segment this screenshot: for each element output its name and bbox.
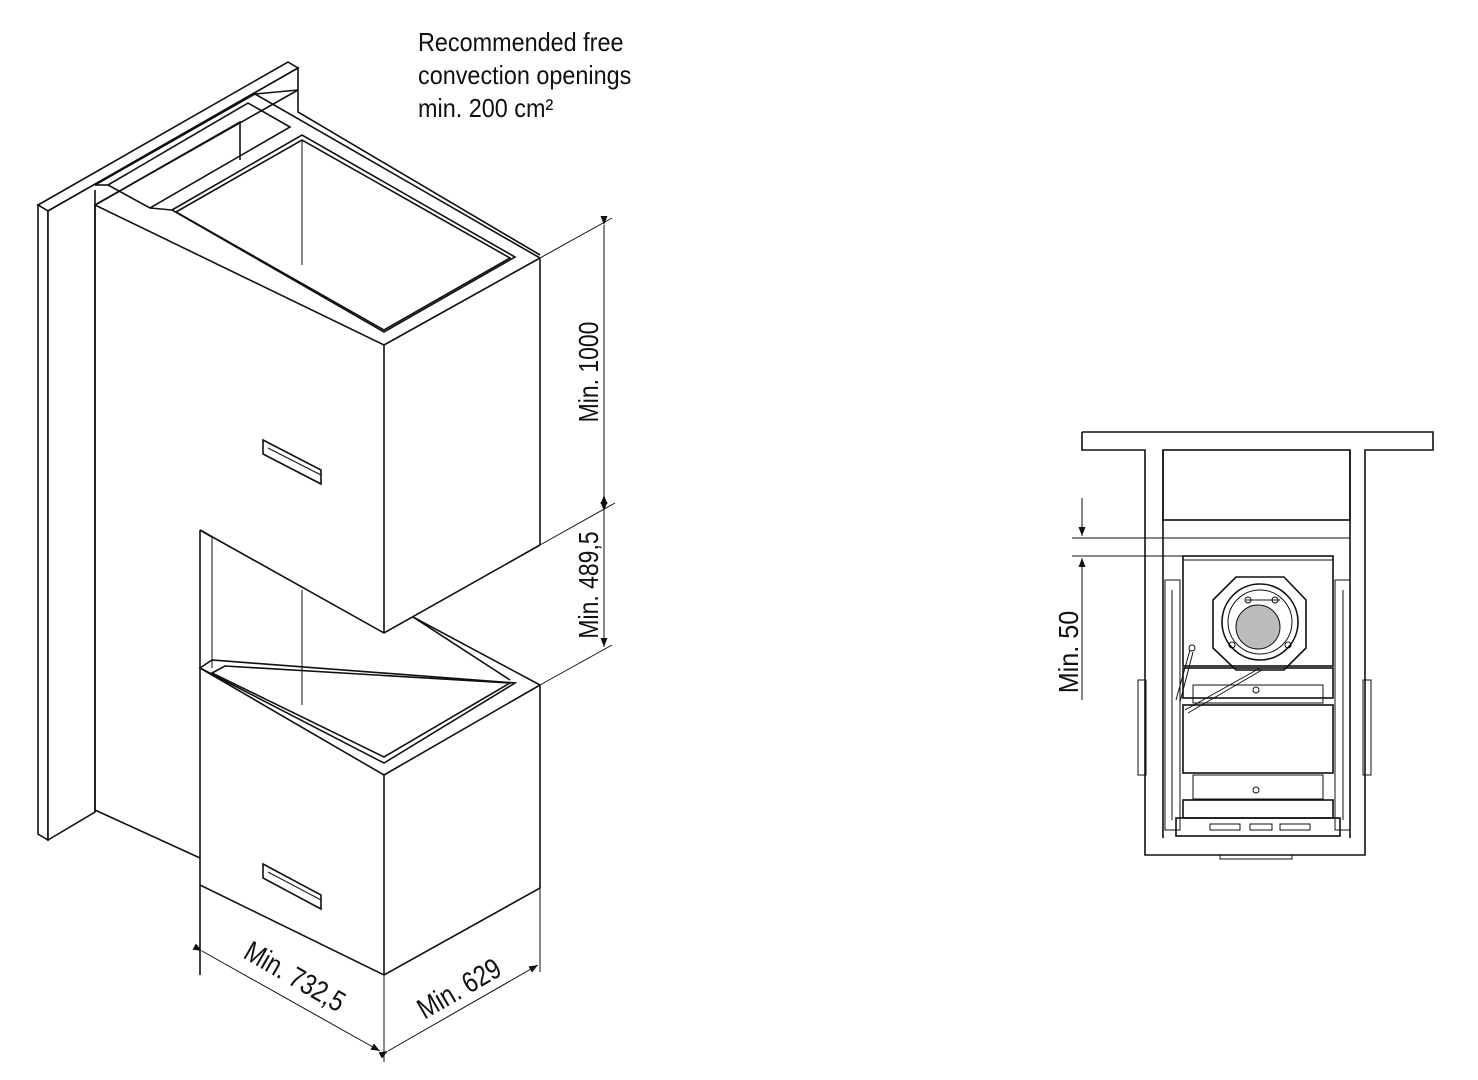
dimension-label-top-clearance: Min. 50 bbox=[1053, 611, 1085, 694]
side-brackets bbox=[1137, 579, 1372, 831]
upper-vent-slot bbox=[262, 438, 322, 486]
dimension-label-height-gap: Min. 489,5 bbox=[574, 531, 605, 638]
dimension-label-depth: Min. 629 bbox=[411, 951, 506, 1025]
isometric-enclosure-view: Min. 1000 Min. 489,5 Min. 732,5 Min. 629 bbox=[36, 61, 616, 1062]
middle-gap-section bbox=[199, 529, 541, 975]
dimension-width-depth: Min. 732,5 Min. 629 bbox=[192, 885, 541, 1062]
dimension-label-width: Min. 732,5 bbox=[239, 935, 352, 1019]
note-line-2: convection openings bbox=[418, 60, 632, 90]
lower-enclosure-top bbox=[198, 659, 518, 764]
note-line-3: min. 200 cm² bbox=[418, 93, 554, 123]
lower-enclosure bbox=[199, 667, 541, 976]
dimension-height-upper: Min. 1000 Min. 489,5 bbox=[539, 216, 616, 686]
dimension-top-clearance: Min. 50 bbox=[1053, 498, 1086, 700]
upper-enclosure-top bbox=[95, 102, 517, 333]
stove-insert bbox=[1137, 555, 1372, 860]
back-wall bbox=[36, 61, 300, 842]
dimension-label-height-upper: Min. 1000 bbox=[574, 322, 605, 423]
plan-view: Min. 50 bbox=[1053, 431, 1434, 860]
plan-upper-chamber bbox=[1162, 449, 1351, 521]
flue-collar bbox=[1212, 576, 1307, 671]
insert-body-panel bbox=[1182, 704, 1334, 774]
upper-enclosure bbox=[94, 190, 541, 859]
convection-openings-note: Recommended free convection openings min… bbox=[418, 26, 631, 125]
lower-vent-slot bbox=[262, 862, 322, 911]
note-line-1: Recommended free bbox=[418, 27, 624, 57]
